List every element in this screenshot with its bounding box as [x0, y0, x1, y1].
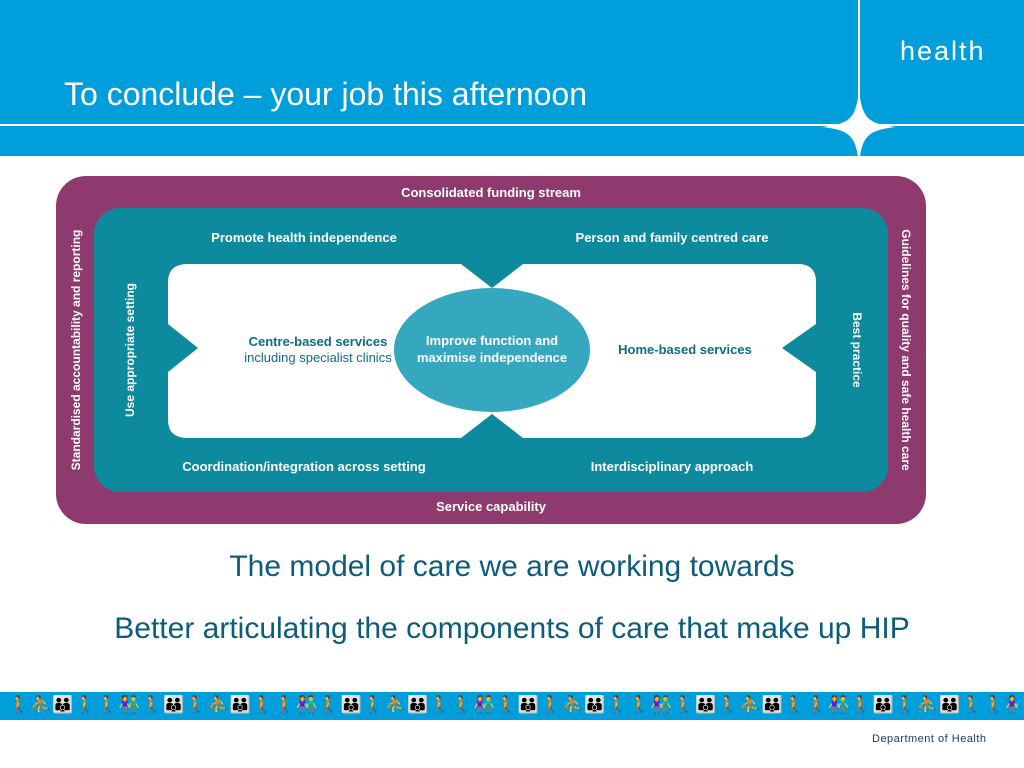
brand-logo-text: health	[900, 36, 986, 66]
slide-title: To conclude – your job this afternoon	[64, 76, 587, 112]
centre-based-label: Centre-based services	[249, 334, 388, 349]
caption-components: Better articulating the components of ca…	[114, 612, 910, 645]
core-label-line1: Improve function and	[426, 333, 558, 348]
inner-bottom-right-label: Interdisciplinary approach	[591, 459, 754, 474]
home-based-label: Home-based services	[618, 342, 752, 357]
inner-top-right-label: Person and family centred care	[576, 230, 769, 245]
header-divider	[0, 124, 1024, 126]
core-label-line2: maximise independence	[417, 350, 567, 365]
header-vertical-divider	[858, 0, 860, 156]
inner-top-left-label: Promote health independence	[211, 230, 397, 245]
outer-top-label: Consolidated funding stream	[401, 185, 581, 200]
people-icon-strip: 🚶⛹👪🚶🚶👫🚶👪🚶⛹👪🚶🚶👫🚶👪🚶⛹👪🚶🚶👫🚶👪🚶⛹👪🚶🚶👫🚶👪🚶⛹👪🚶🚶👫🚶👪…	[8, 695, 1018, 714]
outer-left-label: Standardised accountability and reportin…	[69, 230, 83, 471]
inner-right-label: Best practice	[850, 312, 864, 388]
footer-band	[0, 692, 1024, 720]
inner-left-label: Use appropriate setting	[123, 283, 137, 417]
model-of-care-diagram: Consolidated funding stream Service capa…	[56, 176, 926, 524]
caption-model-of-care: The model of care we are working towards	[229, 550, 795, 583]
outer-bottom-label: Service capability	[436, 499, 547, 514]
sparkle-icon	[822, 90, 896, 164]
centre-based-sublabel: including specialist clinics	[244, 350, 392, 365]
core-ellipse	[394, 288, 590, 412]
outer-right-label: Guidelines for quality and safe health c…	[899, 229, 913, 471]
inner-bottom-left-label: Coordination/integration across setting	[182, 459, 425, 474]
department-logo-text: Department of Health	[872, 733, 987, 745]
